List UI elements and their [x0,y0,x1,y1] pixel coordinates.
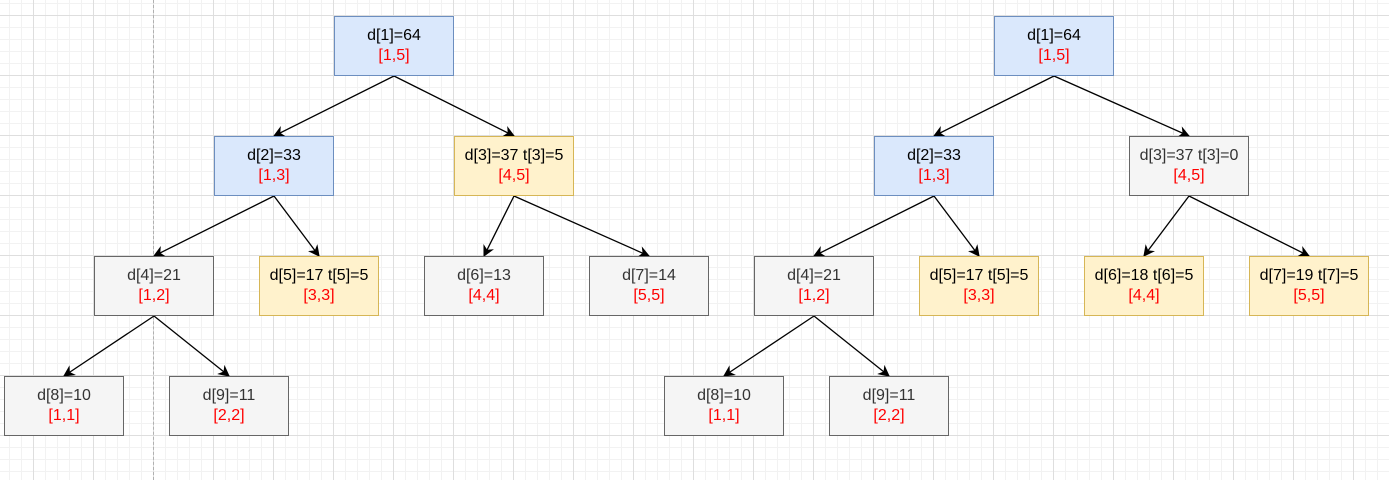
node-value: d[5]=17 t[5]=5 [269,267,369,284]
edge-arrow [1143,195,1190,257]
edge-arrow [932,75,1055,137]
tree-node-d1[interactable]: d[1]=64 [1,5] [334,16,454,76]
page-break-line [153,0,154,480]
edge-arrow [1053,75,1191,138]
tree-node-d4[interactable]: d[4]=21 [1,2] [754,256,874,316]
tree-node-d4[interactable]: d[4]=21 [1,2] [94,256,214,316]
tree-node-d9[interactable]: d[9]=11 [2,2] [829,376,949,436]
tree-node-d5[interactable]: d[5]=17 t[5]=5 [3,3] [259,256,379,316]
node-value: d[2]=33 [247,147,301,164]
node-value: d[9]=11 [202,387,256,404]
node-range: [5,5] [633,287,665,304]
edge-arrow [813,315,890,377]
node-range: [1,5] [378,47,410,64]
edge-arrow [153,315,230,377]
tree-node-d9[interactable]: d[9]=11 [2,2] [169,376,289,436]
node-range: [5,5] [1293,287,1325,304]
node-range: [1,1] [48,407,80,424]
node-value: d[9]=11 [862,387,916,404]
tree-node-d1[interactable]: d[1]=64 [1,5] [994,16,1114,76]
node-range: [4,4] [468,287,500,304]
tree-node-d6[interactable]: d[6]=18 t[6]=5 [4,4] [1084,256,1204,316]
node-range: [1,1] [708,407,740,424]
node-range: [1,3] [918,167,950,184]
tree-node-d8[interactable]: d[8]=10 [1,1] [4,376,124,436]
node-value: d[1]=64 [367,27,421,44]
node-range: [3,3] [303,287,335,304]
node-range: [2,2] [213,407,245,424]
edge-arrow [152,195,275,257]
tree-node-d2[interactable]: d[2]=33 [1,3] [874,136,994,196]
tree-node-d8[interactable]: d[8]=10 [1,1] [664,376,784,436]
edge-arrow [483,195,515,258]
node-value: d[2]=33 [907,147,961,164]
edge-arrow [513,195,651,258]
tree-node-d5[interactable]: d[5]=17 t[5]=5 [3,3] [919,256,1039,316]
node-value: d[6]=13 [457,267,511,284]
tree-node-d2[interactable]: d[2]=33 [1,3] [214,136,334,196]
tree-node-d3[interactable]: d[3]=37 t[3]=5 [4,5] [454,136,574,196]
node-value: d[5]=17 t[5]=5 [929,267,1029,284]
node-value: d[8]=10 [697,387,751,404]
node-value: d[7]=14 [622,267,676,284]
node-range: [1,2] [798,287,830,304]
node-value: d[7]=19 t[7]=5 [1259,267,1359,284]
node-value: d[3]=37 t[3]=0 [1139,147,1239,164]
node-range: [4,5] [1173,167,1205,184]
node-value: d[3]=37 t[3]=5 [464,147,564,164]
edge-arrow [393,75,516,137]
node-range: [4,4] [1128,287,1160,304]
node-value: d[6]=18 t[6]=5 [1094,267,1194,284]
node-value: d[4]=21 [787,267,841,284]
edge-arrow [723,315,815,377]
node-range: [4,5] [498,167,530,184]
node-range: [2,2] [873,407,905,424]
edge-arrow [273,195,320,257]
tree-node-d7[interactable]: d[7]=19 t[7]=5 [5,5] [1249,256,1369,316]
edge-arrow [933,195,980,257]
node-range: [1,3] [258,167,290,184]
tree-node-d3[interactable]: d[3]=37 t[3]=0 [4,5] [1129,136,1249,196]
node-value: d[8]=10 [37,387,91,404]
edge-arrow [272,75,395,137]
node-range: [1,5] [1038,47,1070,64]
edge-arrow [63,315,155,377]
edge-arrow [1188,195,1311,257]
node-value: d[1]=64 [1027,27,1081,44]
tree-node-d6[interactable]: d[6]=13 [4,4] [424,256,544,316]
edge-arrow [812,195,935,257]
node-range: [3,3] [963,287,995,304]
tree-node-d7[interactable]: d[7]=14 [5,5] [589,256,709,316]
node-range: [1,2] [138,287,170,304]
node-value: d[4]=21 [127,267,181,284]
